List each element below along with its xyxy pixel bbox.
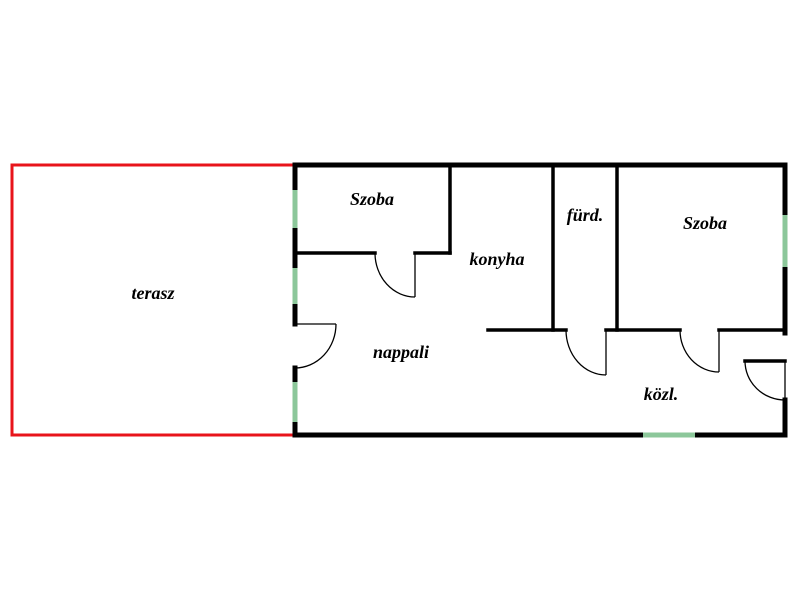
terrace-outline bbox=[10, 163, 295, 437]
room-label-kozl: közl. bbox=[644, 384, 679, 404]
door-kozl bbox=[744, 360, 786, 401]
windows bbox=[292, 190, 788, 438]
window-left-1 bbox=[292, 190, 298, 228]
room-label-terasz: terasz bbox=[131, 283, 174, 303]
window-left-2 bbox=[292, 268, 298, 304]
window-right bbox=[782, 215, 788, 267]
room-label-nappali: nappali bbox=[373, 342, 429, 362]
door-szoba-right bbox=[679, 329, 720, 373]
window-bottom bbox=[643, 432, 695, 438]
interior-walls bbox=[293, 163, 787, 363]
door-szoba-left bbox=[374, 252, 416, 298]
window-left-3 bbox=[292, 382, 298, 422]
room-label-konyha: konyha bbox=[469, 249, 524, 269]
doors bbox=[294, 252, 786, 401]
door-furd bbox=[565, 329, 607, 376]
room-label-szoba-right: Szoba bbox=[683, 213, 727, 233]
door-entrance bbox=[294, 323, 337, 369]
room-label-furd: fürd. bbox=[567, 205, 604, 225]
room-label-szoba-left: Szoba bbox=[350, 189, 394, 209]
